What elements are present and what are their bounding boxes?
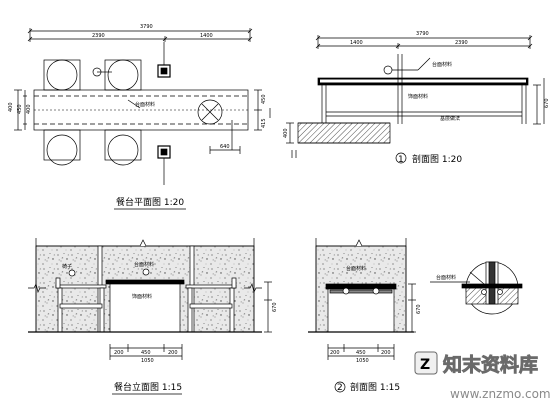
note-plan-center: 台面材料: [135, 101, 155, 108]
dim-elev-3: 200: [168, 350, 178, 356]
watermark-logo-icon: [414, 351, 438, 375]
detail-view: [430, 261, 523, 315]
note-detail: 台面材料: [436, 274, 456, 281]
dim-plan-side-2: 450: [17, 104, 23, 114]
dim-plan-right: 1400: [200, 33, 213, 39]
dim-elev-right: 670: [272, 302, 278, 312]
dim-sec2-right: 670: [416, 304, 422, 314]
note-sec1-mid: 饰面材料: [408, 93, 428, 100]
plan-view: [14, 28, 271, 185]
dim-sec1-total: 3790: [416, 31, 429, 37]
dim-plan-side-1: 400: [8, 102, 14, 112]
dim-sec1-left: 1400: [350, 40, 363, 46]
dim-sec1-left-side: 400: [283, 128, 289, 138]
section2-labels: 200 450 200 1050 670 台面材料 台面材料: [330, 265, 456, 364]
note-sec1-low: 基层做法: [440, 115, 460, 122]
caption-plan: 餐台平面图 1:20: [116, 196, 184, 208]
captions: 餐台平面图 1:20 1 剖面图 1:20 餐台立面图 1:15 2 剖面图 1…: [112, 153, 462, 395]
watermark: Z 知末资料库 www.znzmo.com: [414, 351, 551, 401]
plan-dimension-labels: 3790 2390 1400 400 450 400 450 415 640 台…: [8, 24, 267, 150]
elevation-labels: 200 450 200 1050 670 台面材料 椅子 饰面材料: [62, 261, 278, 364]
dim-sec2-1: 200: [330, 350, 340, 356]
dim-sec2-2: 450: [356, 350, 366, 356]
caption-section2: 剖面图 1:15: [350, 381, 400, 393]
section1-labels: 3790 1400 2390 670 400 台面材料 饰面材料 基层做法: [283, 31, 550, 138]
dim-sec2-3: 200: [381, 350, 391, 356]
dim-sec2-total: 1050: [356, 358, 369, 364]
dim-elev-2: 450: [141, 350, 151, 356]
watermark-brand: 知末资料库: [443, 353, 538, 376]
elevation-view: [28, 238, 272, 360]
section-1: [286, 35, 545, 164]
watermark-url: www.znzmo.com: [450, 387, 551, 401]
note-elev-chair: 椅子: [62, 263, 72, 270]
dim-sec1-right-side: 670: [544, 98, 550, 108]
caption-section1: 剖面图 1:20: [412, 153, 462, 165]
dim-plan-total: 3790: [140, 24, 153, 30]
dim-plan-right-2: 415: [261, 118, 267, 128]
note-elev-center: 饰面材料: [132, 293, 152, 300]
dim-plan-right-1: 450: [261, 94, 267, 104]
section2-callout-circle: [334, 381, 346, 393]
note-sec1-top: 台面材料: [432, 61, 452, 68]
note-sec2-top: 台面材料: [346, 265, 366, 272]
dim-plan-side-3: 400: [26, 104, 32, 114]
caption-elevation: 餐台立面图 1:15: [114, 381, 182, 393]
dim-plan-bottom: 640: [220, 144, 230, 150]
dim-elev-total: 1050: [141, 358, 154, 364]
caption-section2-num: 2: [337, 383, 343, 393]
note-elev-top: 台面材料: [134, 261, 154, 268]
watermark-logo-glyph: Z: [420, 357, 430, 373]
caption-section1-num: 1: [398, 155, 404, 165]
dim-plan-left: 2390: [92, 33, 105, 39]
dim-sec1-right: 2390: [455, 40, 468, 46]
dim-elev-1: 200: [114, 350, 124, 356]
section-2: [308, 238, 416, 360]
